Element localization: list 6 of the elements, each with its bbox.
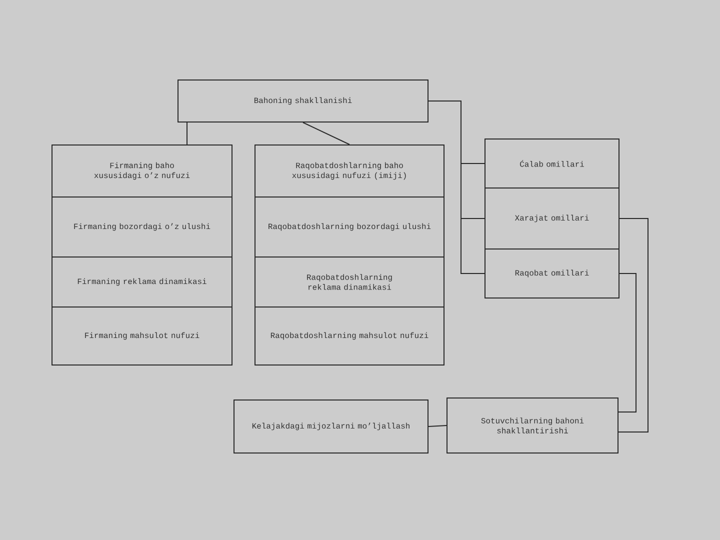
connector-line xyxy=(618,273,636,412)
connector-line xyxy=(428,100,485,274)
connector-line xyxy=(618,218,648,432)
connector-line xyxy=(186,122,188,145)
connector-line xyxy=(428,425,447,427)
connector-line xyxy=(302,122,350,145)
